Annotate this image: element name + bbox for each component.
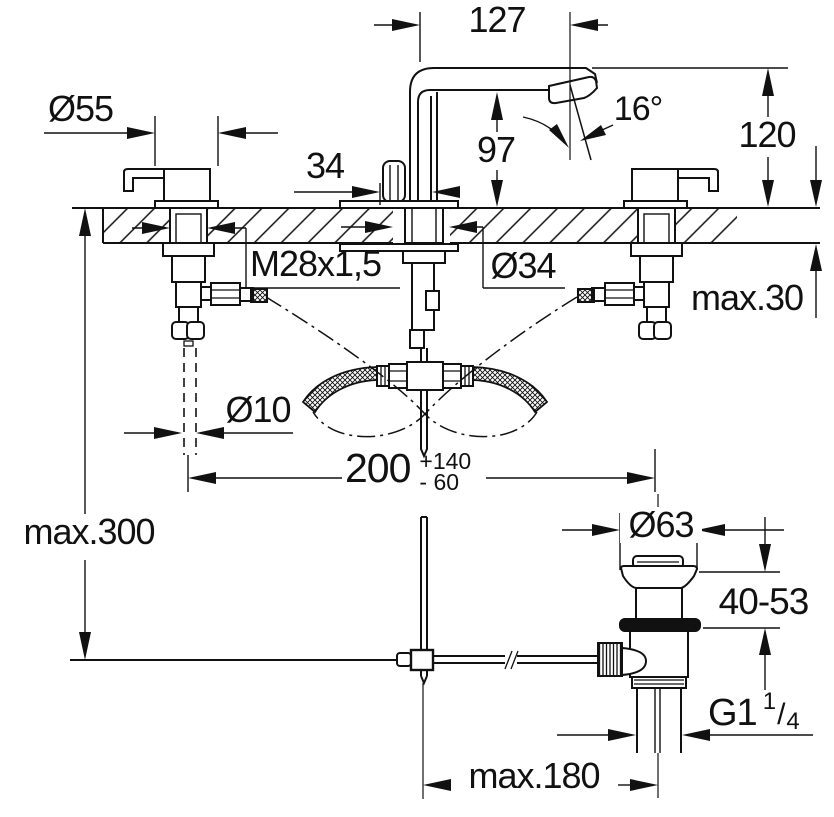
flex-hose-right bbox=[472, 366, 549, 414]
dim-m28 bbox=[132, 222, 400, 289]
dim-4053 bbox=[699, 517, 780, 690]
left-handle bbox=[123, 168, 219, 209]
dim-200 bbox=[187, 449, 656, 492]
dim-34 bbox=[294, 183, 460, 205]
label-spacing-minus: - 60 bbox=[419, 469, 460, 495]
label-spout-angle: 16° bbox=[613, 90, 663, 128]
label-mounting-depth-max: max.300 bbox=[8, 514, 170, 550]
hose-routing-paths bbox=[265, 296, 578, 438]
label-deck-thickness-max: max.30 bbox=[690, 277, 804, 318]
center-shank bbox=[339, 200, 459, 390]
label-pull-rod-dia: Ø10 bbox=[225, 389, 291, 430]
label-waste-deck-range: 40-53 bbox=[718, 581, 810, 622]
dim-16deg bbox=[522, 84, 614, 161]
label-spacing-plus: +140 bbox=[419, 448, 472, 474]
flex-hose-left bbox=[301, 366, 378, 414]
dimension-lines bbox=[44, 12, 822, 791]
tee-connector bbox=[376, 361, 474, 459]
label-handle-base-dia: Ø55 bbox=[47, 88, 114, 129]
label-rod-to-spout: 34 bbox=[305, 145, 345, 186]
label-waste-thread-group: G1 1 / 4 bbox=[708, 688, 800, 735]
drain-assembly bbox=[597, 494, 701, 798]
dim-max180 bbox=[423, 779, 658, 791]
dim-120 bbox=[592, 67, 788, 207]
label-waste-thread-denominator: 4 bbox=[786, 708, 800, 735]
dim-max30 bbox=[810, 146, 822, 318]
horizontal-rod bbox=[70, 648, 598, 672]
label-deck-hole-dia: Ø34 bbox=[490, 245, 556, 286]
pull-rod-knob bbox=[382, 160, 406, 203]
label-waste-thread-numerator: 1 bbox=[762, 688, 777, 715]
label-spout-reach: 127 bbox=[468, 0, 526, 40]
label-valve-thread: M28x1,5 bbox=[250, 243, 382, 284]
dim-o34 bbox=[341, 221, 565, 289]
countertop bbox=[72, 207, 820, 244]
label-waste-thread-slash: / bbox=[777, 698, 786, 731]
dim-o10 bbox=[124, 427, 293, 439]
right-valve bbox=[577, 207, 683, 340]
hose-path-left bbox=[265, 296, 538, 438]
left-valve bbox=[162, 207, 268, 455]
label-waste-flange-dia: Ø63 bbox=[620, 507, 702, 543]
label-rod-horizontal-max: max.180 bbox=[468, 755, 600, 796]
dim-g114 bbox=[557, 729, 813, 741]
dim-max300 bbox=[79, 208, 91, 660]
label-handle-spacing-group: 200 +140 - 60 bbox=[345, 445, 472, 495]
spout bbox=[409, 67, 599, 203]
label-height-above-deck: 120 bbox=[732, 117, 802, 153]
hose-path-right bbox=[312, 296, 578, 438]
label-waste-thread-prefix: G1 bbox=[708, 692, 758, 734]
dim-o55 bbox=[44, 116, 278, 166]
label-spout-underside-height: 97 bbox=[467, 132, 525, 168]
right-handle bbox=[623, 168, 719, 209]
label-handle-spacing: 200 bbox=[345, 445, 411, 491]
